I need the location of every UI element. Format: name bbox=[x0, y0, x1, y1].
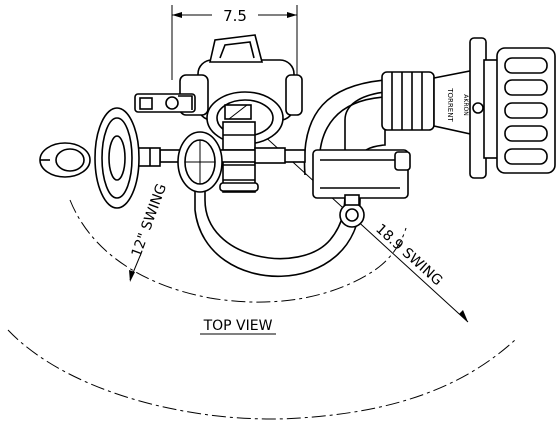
nozzle-barrel: TORRENT AKRON bbox=[381, 69, 476, 136]
swing-label-small: 12" SWING bbox=[129, 182, 170, 260]
lock-handle bbox=[134, 93, 196, 113]
swing-arc-small bbox=[69, 199, 407, 303]
handwheel-assembly bbox=[39, 107, 306, 209]
swing-arc-large bbox=[7, 329, 516, 420]
swing-label-large: 18.9 SWING bbox=[372, 221, 445, 289]
svg-text:AKRON: AKRON bbox=[462, 94, 469, 115]
nozzle-tip bbox=[469, 37, 556, 179]
svg-text:TORRENT: TORRENT bbox=[446, 87, 454, 122]
dimension-label-7-5: 7.5 bbox=[223, 7, 247, 25]
view-title: TOP VIEW bbox=[203, 318, 273, 334]
pipe-clamp bbox=[312, 149, 411, 228]
